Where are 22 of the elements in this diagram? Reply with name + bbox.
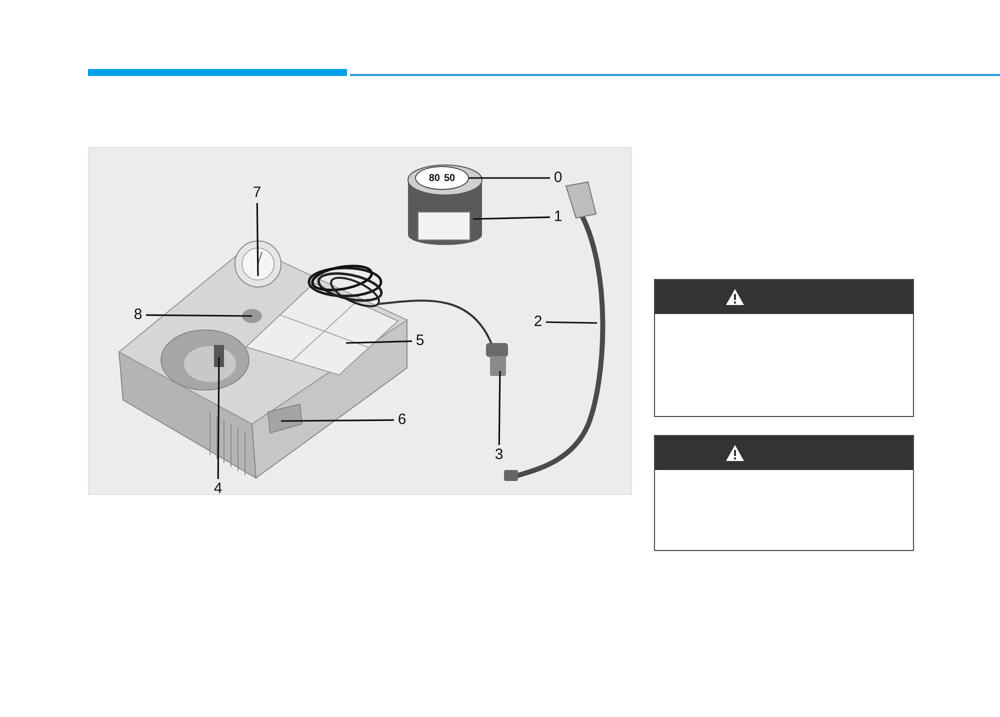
warning-box: [654, 435, 914, 551]
leader-line: [472, 216, 550, 220]
leader-line: [256, 202, 259, 276]
cap-number: 50: [444, 172, 456, 184]
warning-box: [654, 279, 914, 417]
leader-line: [546, 321, 598, 324]
callout-number: 7: [249, 183, 265, 203]
callout-number: 4: [210, 479, 226, 499]
leader-line: [146, 314, 252, 317]
leader-line: [346, 340, 412, 344]
callout-number: 5: [412, 331, 428, 351]
leader-line: [469, 177, 550, 179]
callout-number: 8: [130, 305, 146, 325]
cap-number: 80: [428, 172, 440, 184]
leader-line: [217, 357, 220, 479]
callout-number: 6: [394, 410, 410, 430]
callout-number: 2: [530, 312, 546, 332]
leader-line: [281, 419, 394, 422]
leader-line: [498, 370, 501, 445]
callout-number: 3: [491, 445, 507, 465]
callout-number: 0: [550, 168, 566, 188]
callout-number: 1: [550, 207, 566, 227]
